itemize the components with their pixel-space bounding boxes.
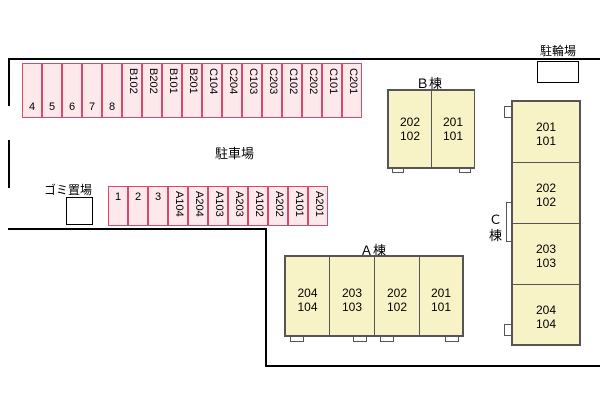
parking-stall-label: B101 xyxy=(167,68,179,94)
parking-stall: 1 xyxy=(108,186,128,226)
parking-stall: C203 xyxy=(262,63,282,118)
parking-stall-label: C202 xyxy=(307,68,319,95)
parking-stall-label: 6 xyxy=(68,101,76,113)
parking-stall-label: C101 xyxy=(327,68,339,95)
parking-stall-label: A203 xyxy=(233,191,245,217)
parking-stall-label: A201 xyxy=(313,191,325,217)
parking-stall: C104 xyxy=(202,63,222,118)
site-boundary-left-lower xyxy=(8,140,10,188)
parking-stall: A104 xyxy=(168,186,188,226)
garbage-area xyxy=(66,197,93,225)
parking-stall: A102 xyxy=(248,186,268,226)
parking-stall: 4 xyxy=(22,63,42,118)
parking-stall-label: 2 xyxy=(134,191,142,203)
parking-stall: B202 xyxy=(142,63,162,118)
garbage-area-label: ゴミ置場 xyxy=(44,183,93,197)
site-boundary-bottom xyxy=(265,365,600,367)
parking-stall: A103 xyxy=(208,186,228,226)
parking-stall: C201 xyxy=(342,63,362,118)
parking-stall-label: B102 xyxy=(127,68,139,94)
parking-stall: 2 xyxy=(128,186,148,226)
parking-stall-label: 4 xyxy=(28,101,36,113)
parking-stall-label: B201 xyxy=(187,68,199,94)
road-edge-horizontal xyxy=(8,228,266,230)
building-b-label: Ｂ棟 xyxy=(416,76,443,91)
parking-stall-label: C201 xyxy=(347,68,359,95)
parking-stall-label: B202 xyxy=(147,68,159,94)
parking-stall-label: C102 xyxy=(287,68,299,95)
parking-stall: 7 xyxy=(82,63,102,118)
parking-stall-label: 1 xyxy=(114,191,122,203)
parking-stall: B201 xyxy=(182,63,202,118)
parking-stall-label: 7 xyxy=(88,101,96,113)
parking-stall-label: A101 xyxy=(293,191,305,217)
parking-stall: 3 xyxy=(148,186,168,226)
building-a-step xyxy=(353,336,367,342)
bicycle-parking-label: 駐輪場 xyxy=(540,44,577,58)
parking-stall: A201 xyxy=(308,186,328,226)
parking-stall-label: A202 xyxy=(273,191,285,217)
parking-stall-label: A204 xyxy=(193,191,205,217)
building-b-step xyxy=(459,168,471,173)
parking-stall-label: C203 xyxy=(267,68,279,95)
parking-stall-label: 8 xyxy=(108,101,116,113)
building-b-step xyxy=(392,168,404,173)
building-c-step xyxy=(504,324,512,336)
parking-stall-label: A103 xyxy=(213,191,225,217)
parking-stall-label: C103 xyxy=(247,68,259,95)
parking-stall: 8 xyxy=(102,63,122,118)
parking-stall: A101 xyxy=(288,186,308,226)
bicycle-parking-area xyxy=(537,61,579,83)
site-boundary-top xyxy=(8,58,600,60)
building-a-step xyxy=(445,336,459,342)
parking-stall: C102 xyxy=(282,63,302,118)
parking-label: 駐車場 xyxy=(215,146,255,161)
parking-stall: A203 xyxy=(228,186,248,226)
building-c-step xyxy=(504,106,512,118)
parking-stall: B102 xyxy=(122,63,142,118)
building-a-step xyxy=(290,336,304,342)
building-a-step xyxy=(380,336,394,342)
parking-stall-label: C104 xyxy=(207,68,219,95)
parking-stall: A202 xyxy=(268,186,288,226)
parking-stall: A204 xyxy=(188,186,208,226)
parking-stall: C103 xyxy=(242,63,262,118)
parking-stall: C202 xyxy=(302,63,322,118)
parking-stall: C101 xyxy=(322,63,342,118)
parking-stall: 6 xyxy=(62,63,82,118)
building-a-label: Ａ棟 xyxy=(360,243,387,258)
site-boundary-left-upper xyxy=(8,58,10,106)
parking-stall-label: 3 xyxy=(154,191,162,203)
parking-stall: 5 xyxy=(42,63,62,118)
parking-stall: C204 xyxy=(222,63,242,118)
road-edge-vertical xyxy=(265,228,267,366)
parking-stall-label: A104 xyxy=(173,191,185,217)
parking-stall-label: A102 xyxy=(253,191,265,217)
parking-stall-label: C204 xyxy=(227,68,239,95)
parking-stall: B101 xyxy=(162,63,182,118)
parking-stall-label: 5 xyxy=(48,101,56,113)
